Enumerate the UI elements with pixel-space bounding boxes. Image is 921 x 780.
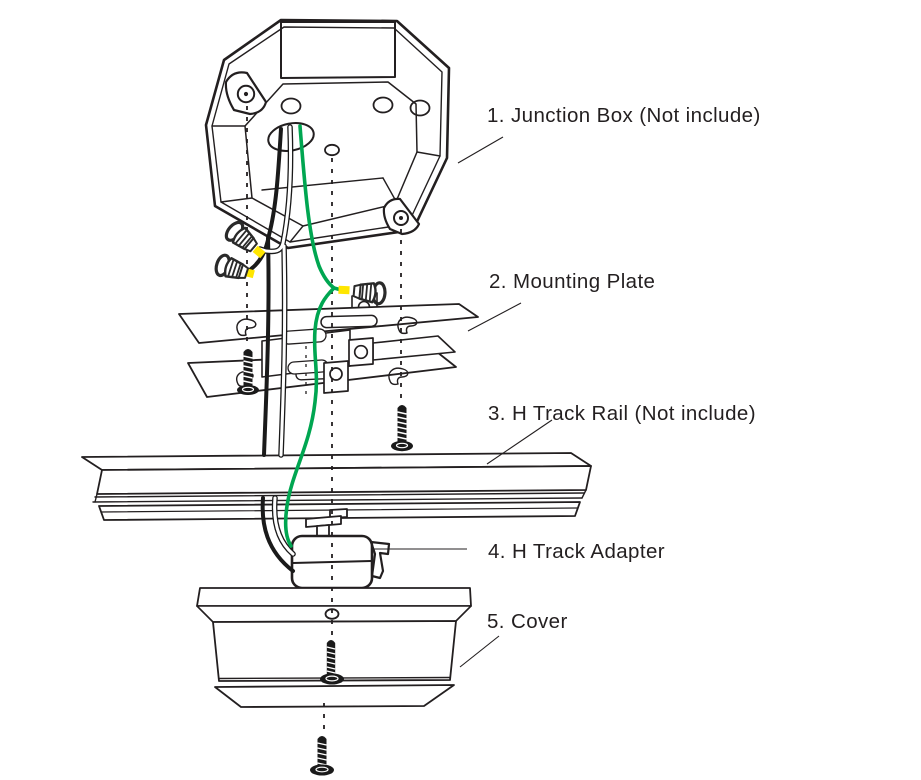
wires [249, 124, 347, 573]
white-wire [257, 124, 296, 557]
black-wire-middle [262, 236, 271, 457]
rail-channel-lines [92, 492, 585, 503]
black-wire-top [249, 127, 283, 271]
upper-plate [178, 303, 479, 344]
track-adapter [290, 508, 391, 590]
wire-nut-1 [224, 220, 258, 253]
mounting-screw-left [237, 349, 259, 395]
junction-box [204, 18, 451, 250]
mounting-screw-right [391, 405, 413, 452]
wire-nut-3 [352, 281, 387, 306]
rail-end-edges [94, 489, 587, 503]
black-wire-bottom [260, 496, 295, 573]
knockout-holes [280, 96, 431, 157]
junction-box-back-wall [280, 21, 396, 79]
leader-line-3 [486, 419, 553, 465]
lower-plate-kidney-slot-right [388, 367, 409, 386]
bracket-emboss-top [281, 328, 327, 345]
track-rail [81, 452, 592, 521]
bracket-box-upper [348, 337, 374, 367]
upper-plate-kidney-slot-right [397, 316, 418, 335]
label-mounting-plate: 2. Mounting Plate [489, 270, 655, 293]
ear-hole-center-dot [243, 91, 249, 97]
cable-entry-hole [267, 122, 315, 152]
wire-tip-yellow [252, 245, 266, 259]
label-track-rail: 3. H Track Rail (Not include) [488, 402, 756, 425]
bracket-box-upper-hole [353, 344, 369, 360]
upper-plate-kidney-slot-left [236, 318, 257, 337]
wire-nuts [214, 220, 387, 306]
ear-hole-center-dot [399, 216, 403, 220]
leader-line-5 [459, 635, 500, 668]
bracket-box-lower [323, 360, 349, 394]
bracket-emboss-bottom [287, 359, 329, 375]
adapter-lock-lever [369, 540, 391, 580]
green-ground-wire [283, 124, 337, 548]
cover-screw [320, 640, 344, 685]
leader-line-2 [467, 302, 522, 332]
wire-tip-yellow [338, 285, 350, 295]
mounting-plate [178, 292, 479, 398]
alignment-guide-lines [246, 106, 402, 734]
wire-nut-2 [214, 253, 250, 280]
bracket-box-lower-hole [329, 367, 343, 381]
upper-plate-center-slot [320, 314, 378, 329]
leader-lines [372, 136, 553, 668]
adapter-body-seam [292, 560, 372, 564]
ear-screw-hole-bottom-right [393, 210, 409, 226]
label-track-adapter: 4. H Track Adapter [488, 540, 665, 563]
ear-screw-hole-top-left [236, 84, 256, 104]
leader-line-1 [457, 136, 504, 164]
cover-top-rim [196, 587, 472, 607]
rail-front-face [96, 465, 592, 495]
junction-box-inner-rim [211, 26, 443, 243]
cover-bottom-flange [214, 684, 455, 708]
canopy-screw-bottom [310, 736, 334, 776]
label-junction-box: 1. Junction Box (Not include) [487, 104, 761, 127]
label-cover: 5. Cover [487, 610, 568, 633]
